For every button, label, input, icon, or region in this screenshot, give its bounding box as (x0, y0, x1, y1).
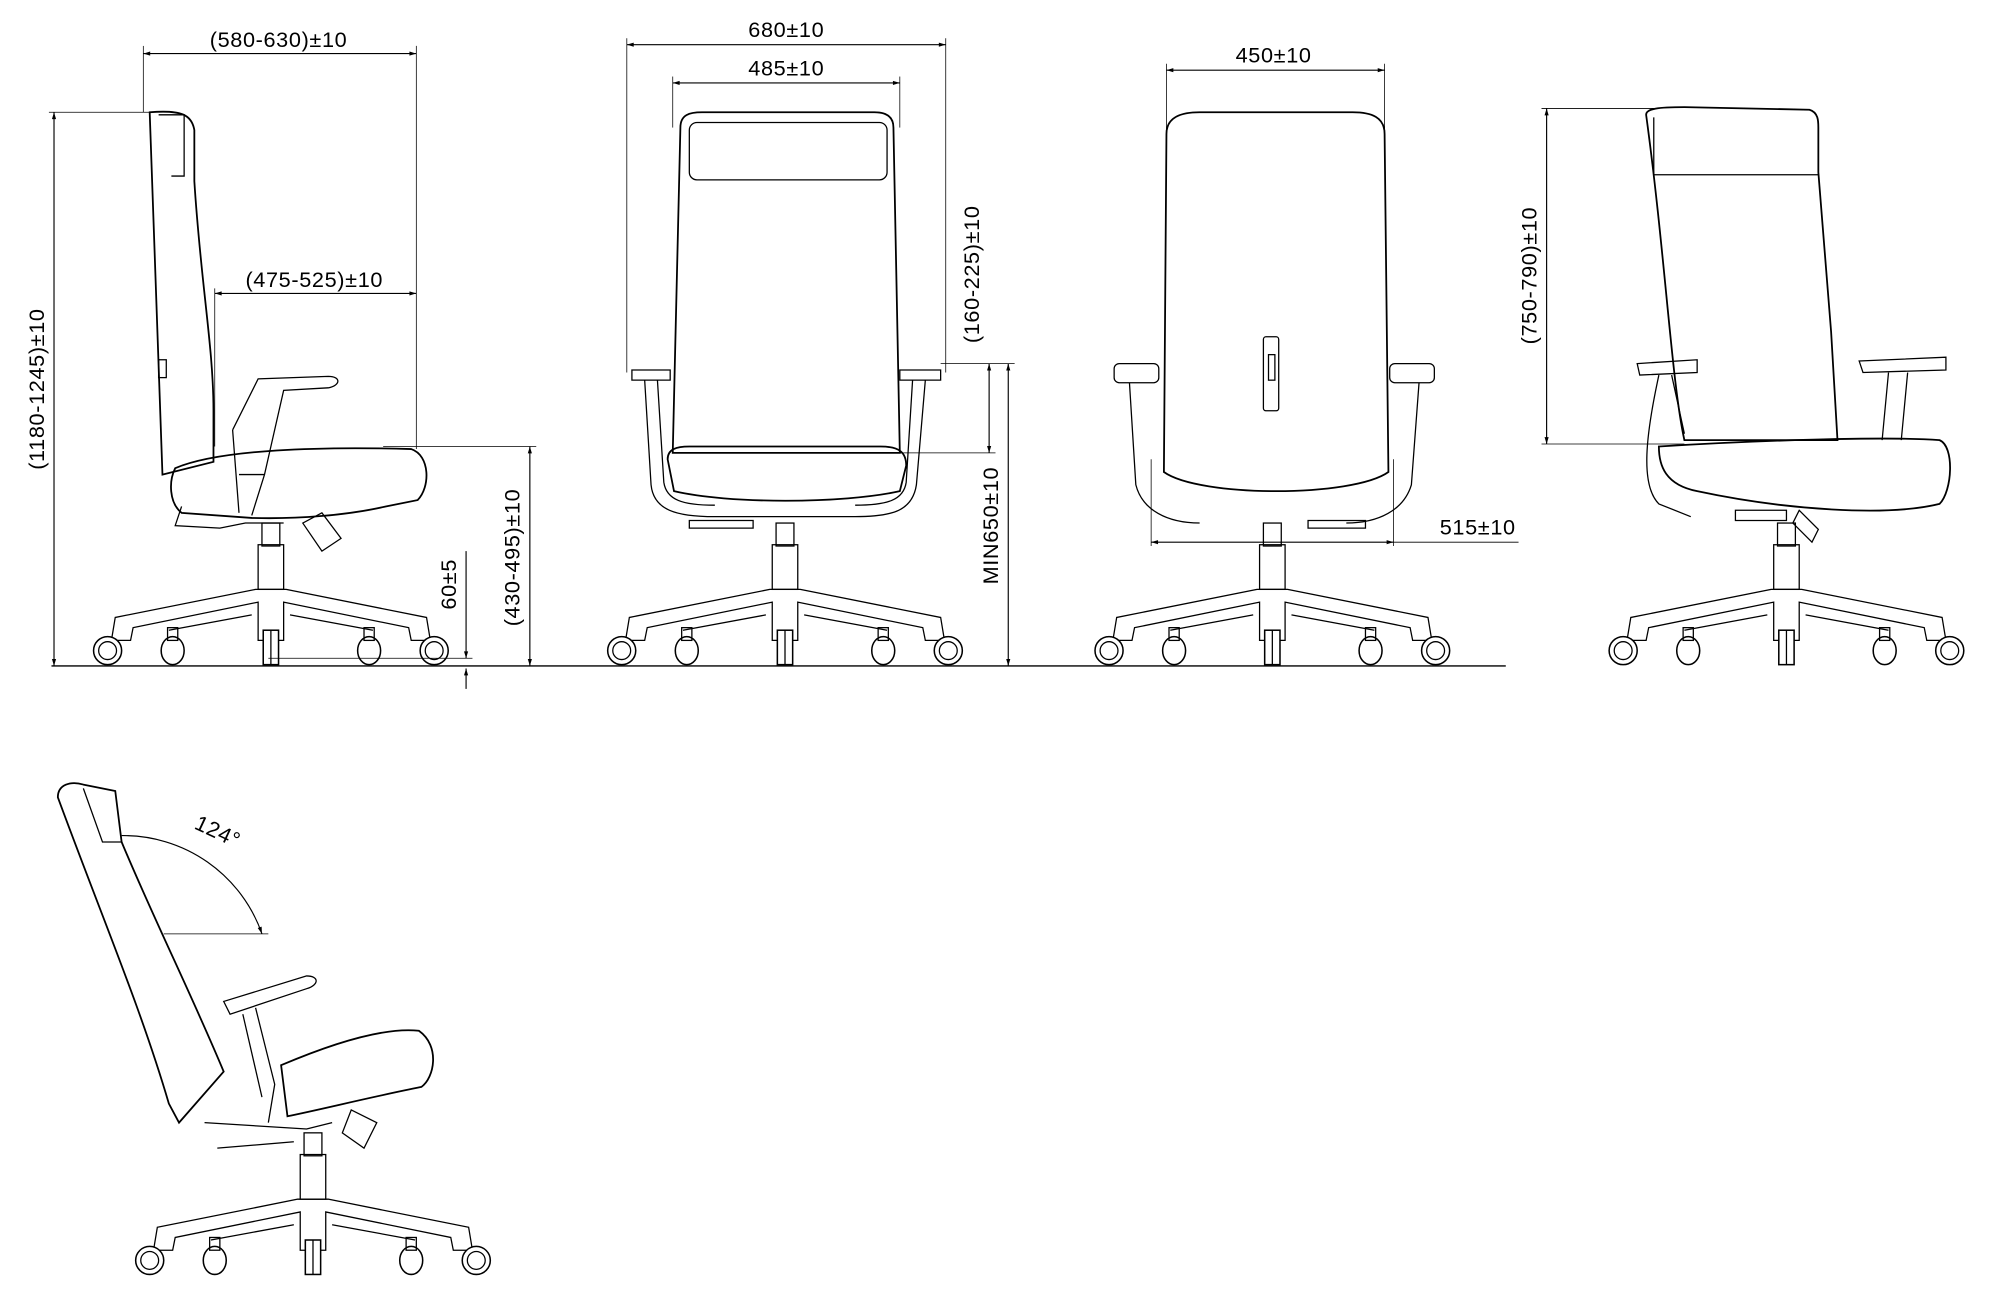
front-view: 680±10 485±10 (160-225)±10 MIN650±10 (606, 17, 1015, 666)
chair-base (92, 522, 449, 666)
dim-inner-width: 485±10 (748, 55, 824, 80)
back-view: 450±10 515±10 (1094, 43, 1519, 666)
reclined-view: 124° (56, 782, 492, 1276)
chair-base (606, 522, 964, 666)
dim-seat-height: (430-495)±10 (500, 489, 525, 627)
dim-recline-angle: 124° (191, 810, 245, 853)
chair-headrest (688, 121, 888, 181)
chair-seat (666, 445, 908, 502)
dim-overall-depth: (580-630)±10 (210, 27, 348, 52)
dim-back-height: (750-790)±10 (1516, 207, 1541, 345)
chair-base (134, 1132, 492, 1276)
dim-overall-height: (1180-1245)±10 (24, 308, 49, 469)
chair-backrest (671, 111, 901, 454)
chair-backrest (56, 782, 225, 1125)
dim-back-width: 450±10 (1236, 43, 1312, 68)
dim-armrest-height: (160-225)±10 (959, 205, 984, 343)
dim-armrest-floor-height: MIN650±10 (978, 467, 1003, 585)
chair-seat (1657, 437, 1951, 512)
chair-side-body (148, 110, 428, 553)
chair-seat (280, 1029, 434, 1118)
dim-seat-depth: (475-525)±10 (245, 267, 383, 292)
chair-backrest (1162, 111, 1390, 493)
chair-backrest (1645, 106, 1839, 442)
side-view-left: (580-630)±10 (475-525)±10 (1180-1245)±10… (24, 27, 537, 689)
dim-seat-width: 515±10 (1440, 515, 1516, 540)
dim-overall-width: 680±10 (748, 17, 824, 42)
chair-base (1608, 522, 1965, 666)
lumbar-adjuster (1262, 336, 1280, 412)
chair-base (1094, 522, 1451, 666)
side-view-right: (750-790)±10 (1516, 106, 1965, 666)
dim-caster-height: 60±5 (436, 559, 461, 610)
